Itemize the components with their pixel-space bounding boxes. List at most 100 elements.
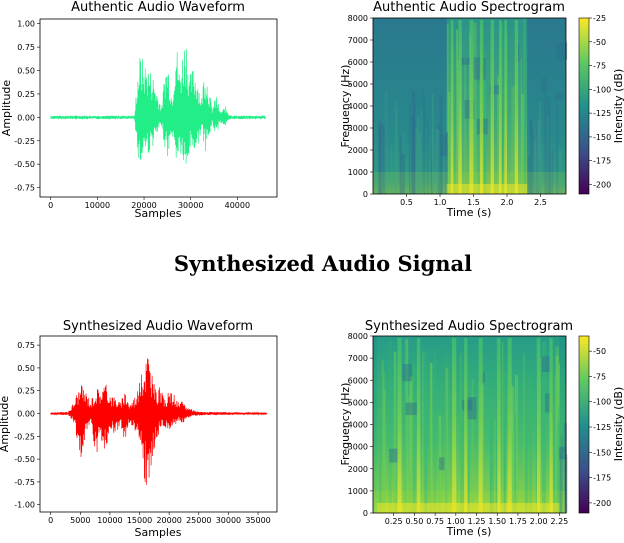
spectrogram-low-patch: [439, 457, 445, 471]
colorbar-tick-label: -75: [593, 372, 606, 381]
spectrogram-texture-band: [428, 414, 430, 513]
y-tick-label: 5000: [348, 80, 368, 89]
x-tick-label: 0.75: [426, 517, 444, 526]
spectrogram-texture-band: [445, 354, 448, 513]
spectrogram-texture-band: [431, 93, 434, 194]
spectrogram-texture-band: [529, 118, 533, 194]
spectrogram-texture-band: [502, 341, 504, 513]
spectrogram-texture-band: [495, 338, 499, 513]
spectrogram-texture-band: [556, 104, 559, 194]
panel-title: Authentic Audio Spectrogram: [373, 0, 565, 15]
spectrogram-texture-band: [436, 129, 440, 194]
y-tick-label: -0.75: [14, 184, 35, 193]
spectrogram-texture-band: [421, 351, 424, 513]
plot-frame: [39, 335, 278, 513]
spectrogram-low-band: [373, 491, 566, 513]
spectrogram-texture-band: [558, 406, 560, 513]
spectrogram-texture-band: [511, 412, 514, 513]
spectrogram-texture-band: [503, 371, 506, 513]
spectrogram-texture-band: [553, 415, 556, 513]
spectrogram-texture-band: [482, 56, 486, 194]
spectrogram-texture-band: [446, 23, 449, 194]
spectrogram-texture-band: [378, 416, 382, 513]
spectrogram-texture-band: [460, 398, 463, 513]
panel-title: Authentic Audio Waveform: [71, 0, 245, 15]
spectrogram-texture-band: [394, 365, 398, 513]
x-tick-label: 30000: [216, 516, 241, 525]
spectrogram-texture-band: [457, 413, 459, 513]
y-tick-label: -0.25: [14, 432, 35, 441]
spectrogram-texture-band: [493, 418, 496, 513]
spectrogram-texture-band: [511, 86, 515, 194]
y-tick-label: 0: [363, 509, 368, 518]
spectrogram-texture-band: [403, 154, 405, 194]
spectrogram-texture-band: [445, 367, 449, 513]
spectrogram-texture-band: [563, 423, 567, 513]
spectrogram-texture-band: [431, 143, 433, 194]
spectrogram-texture-band: [400, 153, 404, 194]
spectrogram-low-band: [373, 172, 566, 194]
colorbar-label: Intensity (dB): [612, 387, 624, 462]
colorbar-tick-label: -200: [593, 180, 611, 189]
spectrogram-texture-band: [379, 125, 382, 194]
y-tick-label: 0.25: [17, 90, 35, 99]
spectrogram-low-band: [377, 503, 560, 513]
spectrogram-low-patch: [405, 402, 418, 416]
x-tick-label: 5000: [70, 516, 90, 525]
spectrogram-texture-band: [395, 107, 398, 194]
spectrogram-low-patch: [460, 57, 473, 65]
spectrogram-texture-band: [409, 104, 411, 194]
colorbar-tick-label: -100: [593, 398, 611, 407]
spectrogram-bright-column: [479, 20, 484, 194]
y-tick-label: 5000: [348, 398, 368, 407]
y-tick-label: 0.75: [17, 43, 35, 52]
x-tick-label: 2.5: [534, 198, 547, 207]
y-tick-label: 1000: [348, 168, 368, 177]
spectrogram-texture-band: [418, 116, 420, 194]
x-tick-label: 0.50: [406, 517, 424, 526]
spectrogram-texture-band: [415, 127, 418, 194]
spectrogram-texture-band: [405, 338, 409, 513]
x-tick-label: 20000: [131, 201, 156, 210]
y-tick-label: 0: [363, 190, 368, 199]
spectrogram-texture-band: [528, 377, 532, 513]
spectrogram-low-patch: [489, 85, 501, 95]
spectrogram-bright-column: [452, 338, 457, 513]
spectrogram-texture-band: [531, 127, 535, 194]
y-tick-label: 7000: [348, 354, 368, 363]
spectrogram-texture-band: [520, 94, 525, 194]
y-tick-label: 4000: [348, 421, 368, 430]
colorbar: [578, 335, 590, 514]
spectrogram-texture-band: [490, 415, 494, 513]
spectrogram-texture-band: [471, 379, 474, 513]
spectrogram-texture-band: [402, 131, 405, 194]
spectrogram-bright-column: [416, 338, 421, 513]
y-axis-label: Amplitude: [0, 80, 13, 137]
spectrogram-low-patch: [559, 446, 566, 460]
y-tick-label: 0.25: [17, 387, 35, 396]
spectrogram-bright-column: [490, 20, 494, 194]
y-tick-label: 1.00: [17, 20, 35, 29]
spectrogram-texture-band: [418, 131, 421, 194]
figure-heading: Synthesized Audio Signal: [174, 251, 472, 276]
colorbar-tick-label: -175: [593, 157, 611, 166]
spectrogram-texture-band: [411, 91, 416, 194]
spectrogram-texture-band: [553, 423, 557, 513]
colorbar-tick-label: -200: [593, 499, 611, 508]
spectrogram-texture-band: [520, 58, 522, 195]
spectrogram-bright-column: [514, 20, 519, 194]
spectrogram-bright-column: [458, 20, 462, 194]
spectrogram-texture-band: [427, 116, 429, 194]
y-tick-label: -1.00: [14, 501, 35, 510]
spectrogram-texture-band: [523, 19, 526, 194]
spectrogram-texture-band: [544, 94, 548, 194]
colorbar-tick-label: -125: [593, 423, 611, 432]
spectrogram-texture-band: [448, 91, 451, 194]
spectrogram-low-patch: [402, 364, 412, 382]
x-tick-label: 1.00: [447, 517, 465, 526]
spectrogram-texture-band: [423, 94, 426, 194]
spectrogram-texture-band: [550, 149, 552, 194]
spectrogram-texture-band: [554, 375, 557, 513]
colorbar-tick-label: -50: [593, 38, 606, 47]
spectrogram-texture-band: [536, 120, 541, 194]
